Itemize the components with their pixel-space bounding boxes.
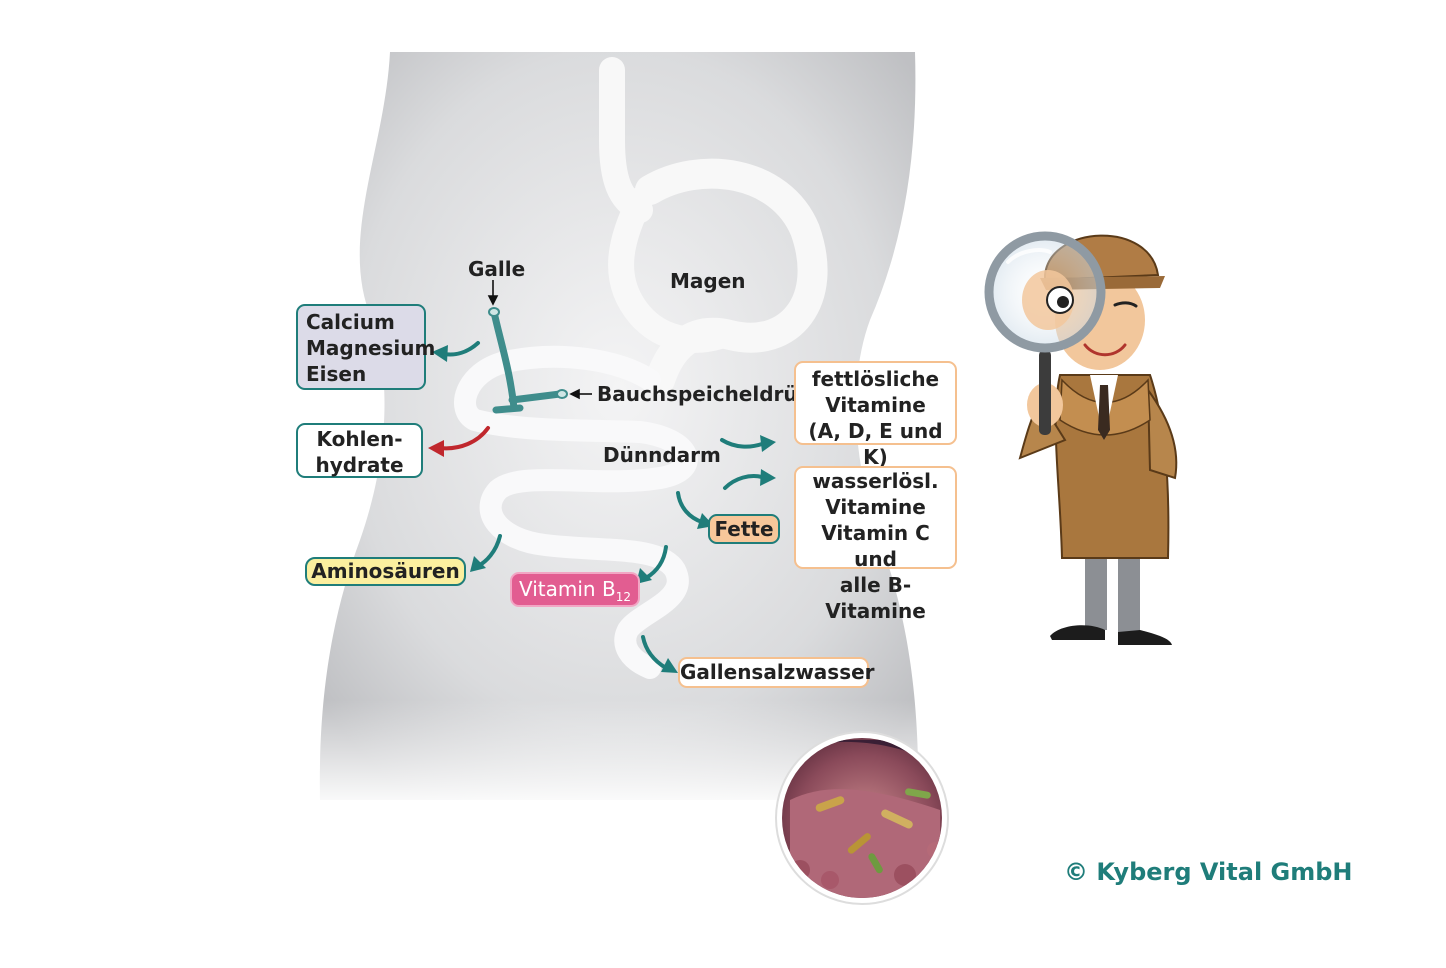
fat-soluble-vitamins-box: fettlösliche Vitamine (A, D, E und K) xyxy=(794,361,957,469)
fat-soluble-line-2: Vitamine xyxy=(825,393,926,417)
stomach-shape xyxy=(599,57,828,395)
minerals-line-3: Eisen xyxy=(306,362,367,386)
vitamin-b12-label: Vitamin B xyxy=(519,577,616,601)
fats-box: Fette xyxy=(708,514,780,544)
label-galle: Galle xyxy=(468,257,526,281)
carbohydrates-line-1: Kohlen- xyxy=(316,427,403,451)
carbohydrate-arrow xyxy=(428,426,490,457)
copyright-notice: © Kyberg Vital GmbH xyxy=(1064,858,1353,886)
vitamin-b12-box: Vitamin B12 xyxy=(510,572,640,607)
fat-soluble-line-3: (A, D, E und K) xyxy=(808,419,943,469)
small-intestine xyxy=(454,345,698,679)
bile-salt-water-box: Gallensalzwasser xyxy=(678,657,875,688)
minerals-box: Calcium Magnesium Eisen xyxy=(296,304,436,390)
minerals-line-2: Magnesium xyxy=(306,336,436,360)
water-soluble-line-3: Vitamin C und xyxy=(821,521,930,571)
water-soluble-line-4: alle B-Vitamine xyxy=(825,573,926,623)
water-soluble-line-1: wasserlösl. xyxy=(812,469,939,493)
label-duenndarm: Dünndarm xyxy=(603,443,721,467)
carbohydrates-line-2: hydrate xyxy=(315,453,404,477)
water-soluble-line-2: Vitamine xyxy=(825,495,926,519)
water-soluble-vitamins-box: wasserlösl. Vitamine Vitamin C und alle … xyxy=(794,466,957,623)
pointer-arrows xyxy=(487,280,592,400)
bile-duct xyxy=(488,307,568,414)
label-magen: Magen xyxy=(670,269,746,293)
carbohydrates-box: Kohlen- hydrate xyxy=(296,423,423,478)
minerals-line-1: Calcium xyxy=(306,310,395,334)
detective-illustration xyxy=(984,231,1178,645)
vitamin-b12-subscript: 12 xyxy=(615,590,631,604)
amino-acids-box: Aminosäuren xyxy=(305,557,466,586)
intestinal-flora-image xyxy=(775,731,949,905)
fat-soluble-line-1: fettlösliche xyxy=(811,367,940,391)
label-bauchspeicheldruese: Bauchspeicheldrüse xyxy=(597,382,824,406)
